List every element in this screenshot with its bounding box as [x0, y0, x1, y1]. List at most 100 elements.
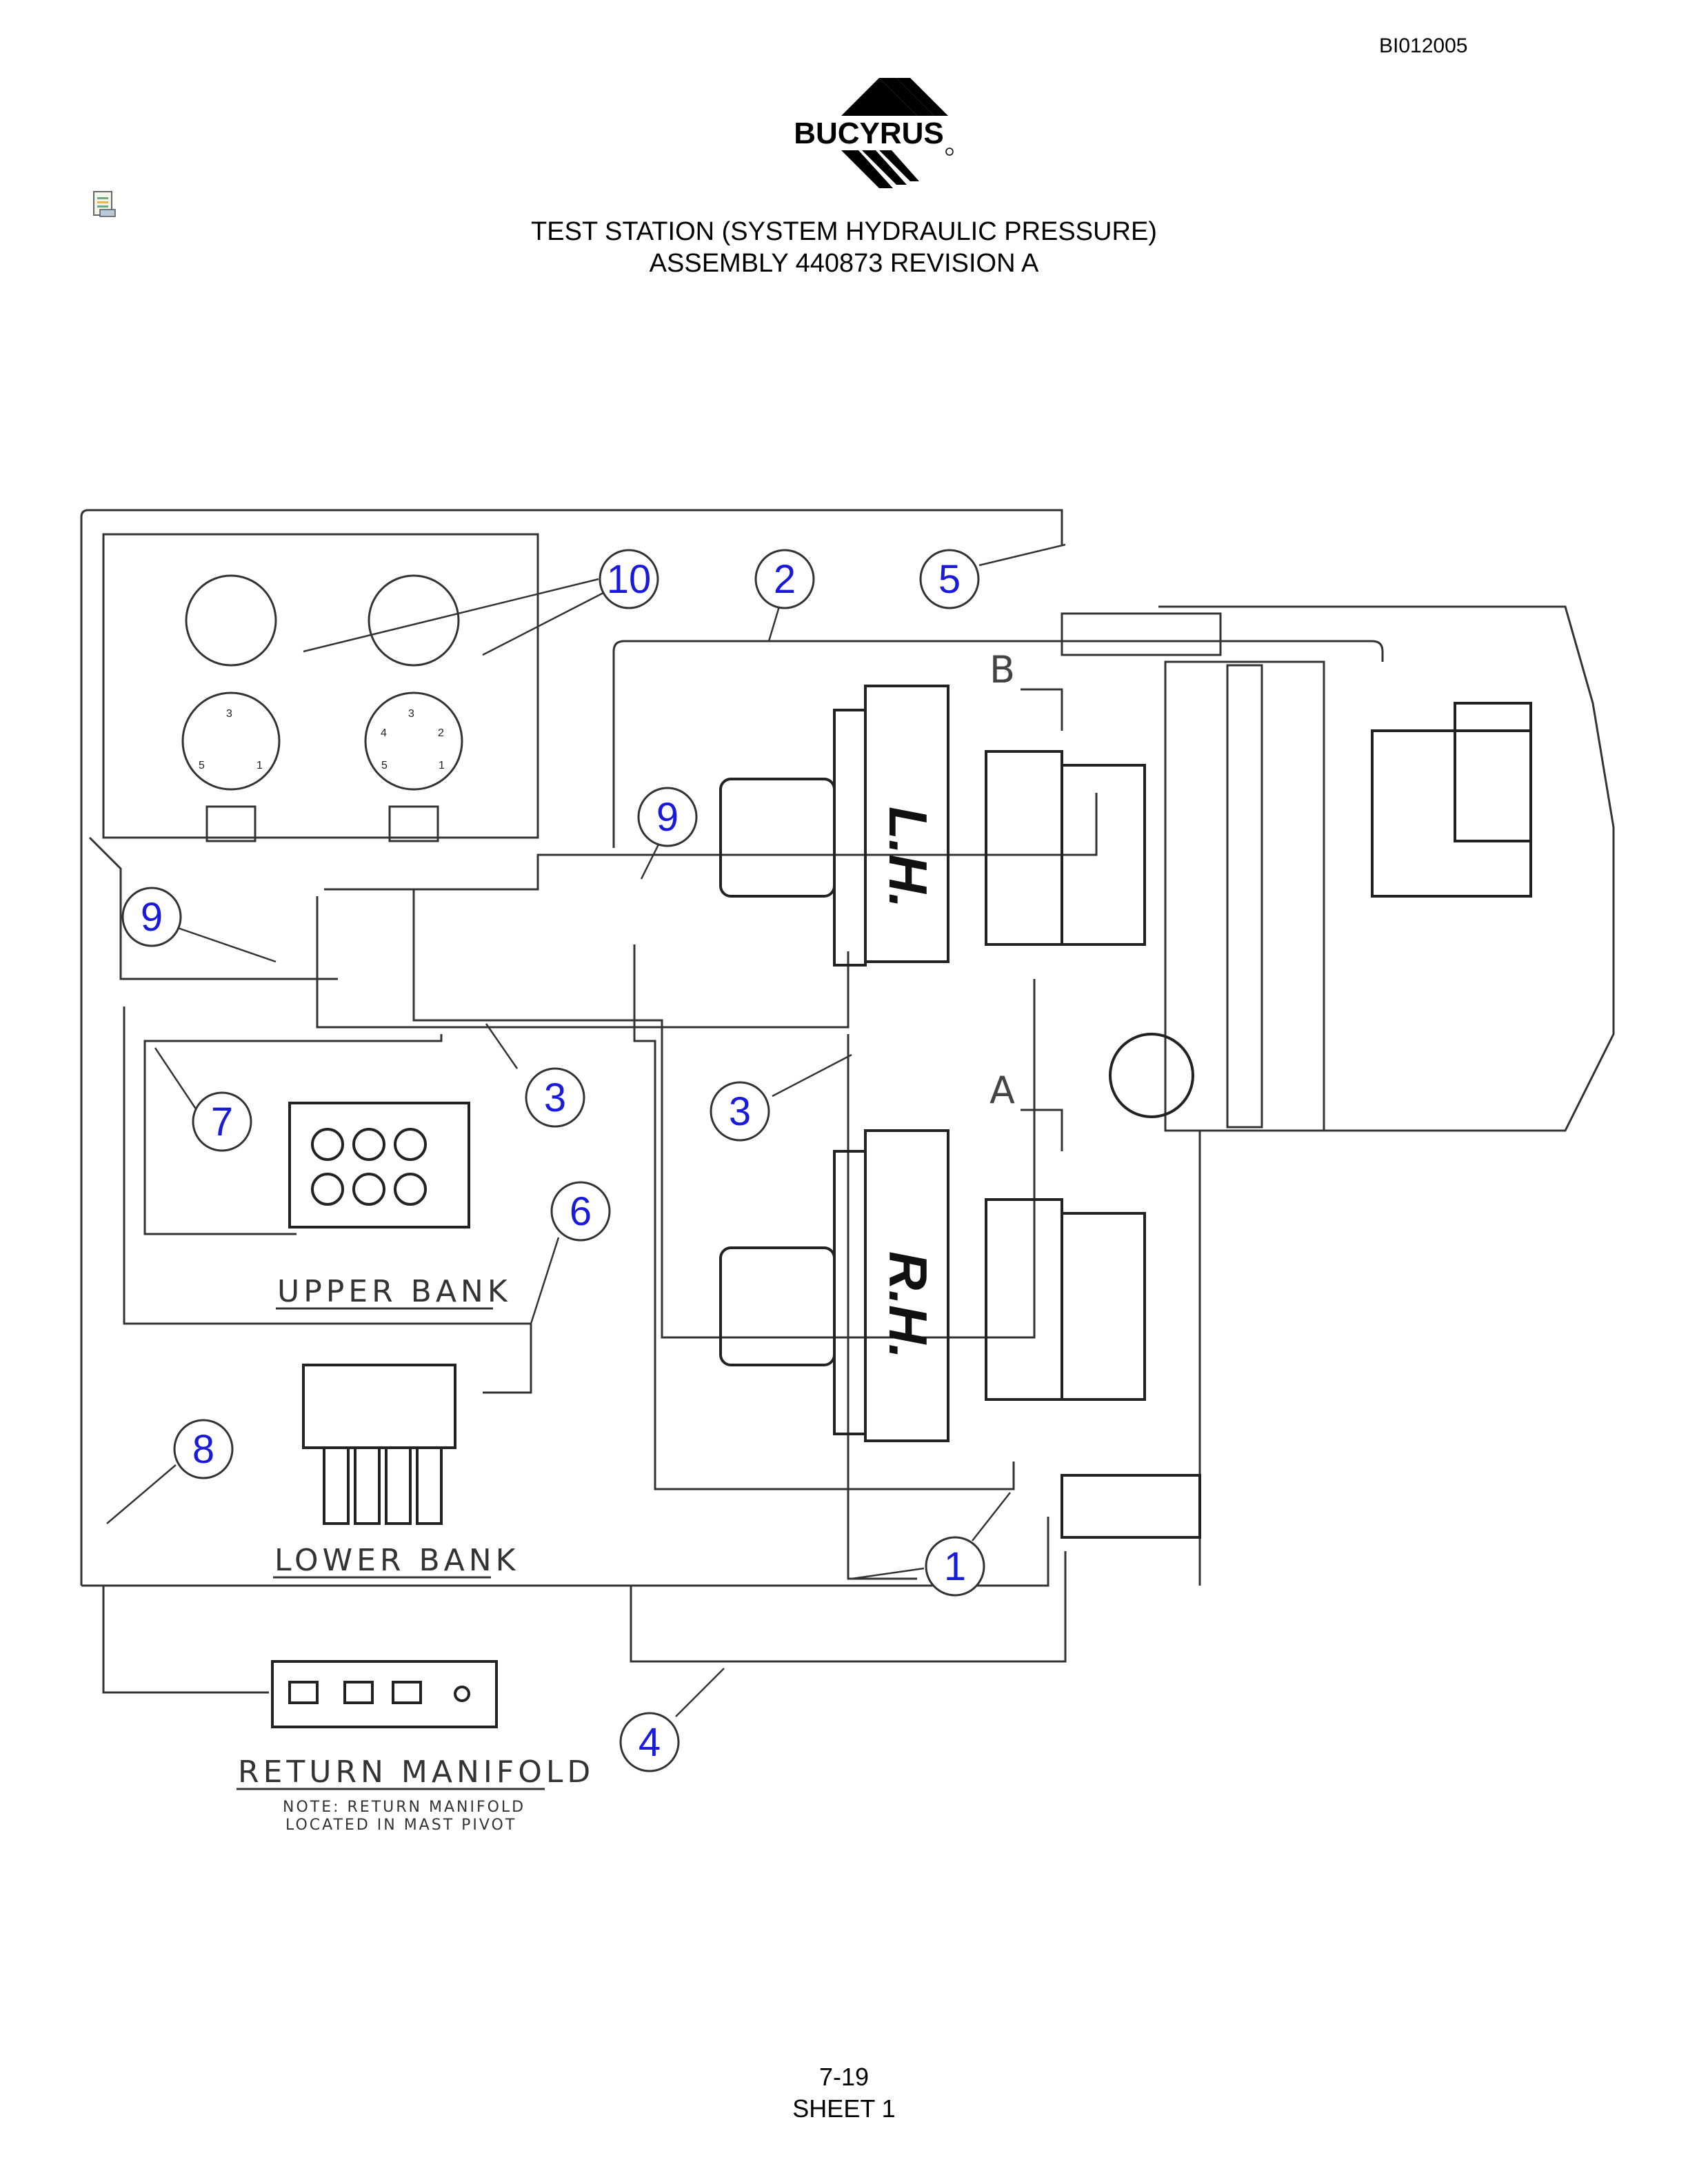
auxiliary-block	[1371, 729, 1532, 898]
lower-mount-block	[1061, 1474, 1201, 1539]
leader-9b	[640, 844, 660, 880]
port-label: 1	[257, 760, 263, 771]
section-arrow-b	[1021, 688, 1063, 731]
callout-number: 3	[729, 1089, 751, 1134]
lower-bank-valve	[302, 1364, 456, 1449]
hose-8-bottom	[81, 1517, 1049, 1587]
hose-9-left	[88, 836, 338, 980]
port-label: 2	[438, 727, 444, 739]
callout-number: 6	[570, 1189, 592, 1234]
callout-number: 8	[192, 1427, 214, 1472]
port-label: 4	[381, 727, 387, 739]
logo-text: BUCYRUS	[794, 117, 944, 150]
bucyrus-logo: BUCYRUS	[783, 78, 955, 188]
callout-number: 3	[544, 1075, 566, 1120]
leader-5	[978, 543, 1066, 567]
hose-1-b	[847, 1034, 917, 1580]
callout-number: 1	[944, 1544, 966, 1589]
rh-pump-valve	[985, 1198, 1063, 1401]
leader-10b	[482, 592, 604, 656]
leader-1b	[972, 1492, 1011, 1541]
lh-pump-body	[833, 709, 867, 967]
leader-3a	[485, 1023, 519, 1069]
hose-outer-loop	[80, 509, 1063, 1586]
callout-circle-2	[754, 549, 815, 609]
hose-8-to-manifold	[102, 1586, 269, 1694]
leader-1a	[851, 1567, 925, 1580]
leader-9a	[175, 926, 277, 963]
section-mark-a: A	[989, 1069, 1015, 1112]
hose-2	[612, 640, 1384, 848]
callout-number: 9	[656, 795, 679, 840]
port-label: 3	[408, 708, 414, 720]
swivel-joint	[1109, 1033, 1194, 1118]
mast-strip	[1226, 664, 1263, 1129]
callout-number: 5	[938, 557, 961, 602]
document-icon	[93, 191, 116, 217]
selector-fitting-right	[388, 805, 439, 842]
callout-circle-8	[173, 1419, 234, 1479]
section-arrow-a	[1021, 1109, 1063, 1151]
callout-number: 10	[607, 557, 652, 602]
leader-8	[106, 1464, 177, 1524]
lh-pump-head	[1061, 764, 1146, 946]
page-footer: 7-19 SHEET 1	[0, 2061, 1688, 2125]
callout-circle-9b	[637, 787, 698, 847]
leader-10a	[303, 578, 599, 653]
return-manifold	[271, 1660, 498, 1728]
callout-number: 7	[211, 1100, 233, 1144]
leader-7	[154, 1047, 198, 1111]
leader-3b	[772, 1053, 852, 1098]
lh-pump-motor	[719, 778, 836, 898]
leader-2	[767, 606, 781, 642]
port-label: 3	[226, 708, 232, 720]
selector-fitting-left	[205, 805, 257, 842]
relief-valve	[1454, 702, 1532, 842]
note-line-1: NOTE: RETURN MANIFOLD	[283, 1799, 525, 1816]
callout-circle-7	[192, 1091, 252, 1152]
hose-3-lower	[412, 889, 1036, 1339]
gauge-right	[368, 574, 460, 667]
callout-circle-10	[599, 549, 659, 609]
upper-mount-block	[1061, 612, 1222, 656]
note-line-2: LOCATED IN MAST PIVOT	[285, 1817, 516, 1834]
port-label: 1	[439, 760, 445, 771]
callout-number: 9	[141, 895, 163, 940]
callout-circle-5	[919, 549, 980, 609]
lower-bank-label: LOWER BANK	[274, 1543, 520, 1578]
section-mark-b: B	[989, 648, 1015, 691]
leader-6	[530, 1237, 560, 1324]
page-number: 7-19	[818, 2063, 870, 2091]
selector-valve-right	[364, 691, 463, 791]
document-id: BI012005	[1379, 34, 1468, 57]
callout-number: 2	[774, 557, 796, 602]
callout-circle-9a	[121, 887, 182, 947]
upper-bank-label: UPPER BANK	[277, 1274, 512, 1309]
callout-number: 4	[639, 1720, 661, 1765]
title-line-1: TEST STATION (SYSTEM HYDRAULIC PRESSURE)	[531, 217, 1157, 246]
lh-pump-label: L.H.	[878, 807, 938, 908]
hose-9-right	[324, 793, 1098, 891]
return-manifold-label: RETURN MANIFOLD	[238, 1755, 594, 1790]
callout-circle-4	[619, 1712, 680, 1772]
hose-7	[143, 1034, 443, 1235]
sheet-label: SHEET 1	[792, 2094, 896, 2123]
callout-circle-6	[550, 1181, 611, 1242]
rh-pump-head	[1061, 1212, 1146, 1401]
hose-1-a	[633, 944, 1015, 1490]
gauge-panel-frame	[102, 533, 539, 839]
port-label: 5	[199, 760, 205, 771]
mast-plate	[1164, 660, 1325, 1132]
hose-4	[630, 1551, 1067, 1663]
upper-bank-valve	[288, 1102, 470, 1228]
callout-circle-3a	[525, 1067, 585, 1128]
port-label: 5	[381, 760, 388, 771]
gauge-left	[185, 574, 277, 667]
hose-3-upper	[316, 896, 850, 1029]
callout-circle-1	[925, 1536, 985, 1597]
selector-valve-left	[181, 691, 281, 791]
drawing-title: TEST STATION (SYSTEM HYDRAULIC PRESSURE)…	[0, 216, 1688, 279]
title-line-2: ASSEMBLY 440873 REVISION A	[649, 249, 1039, 278]
rh-pump-label: R.H.	[878, 1251, 938, 1359]
